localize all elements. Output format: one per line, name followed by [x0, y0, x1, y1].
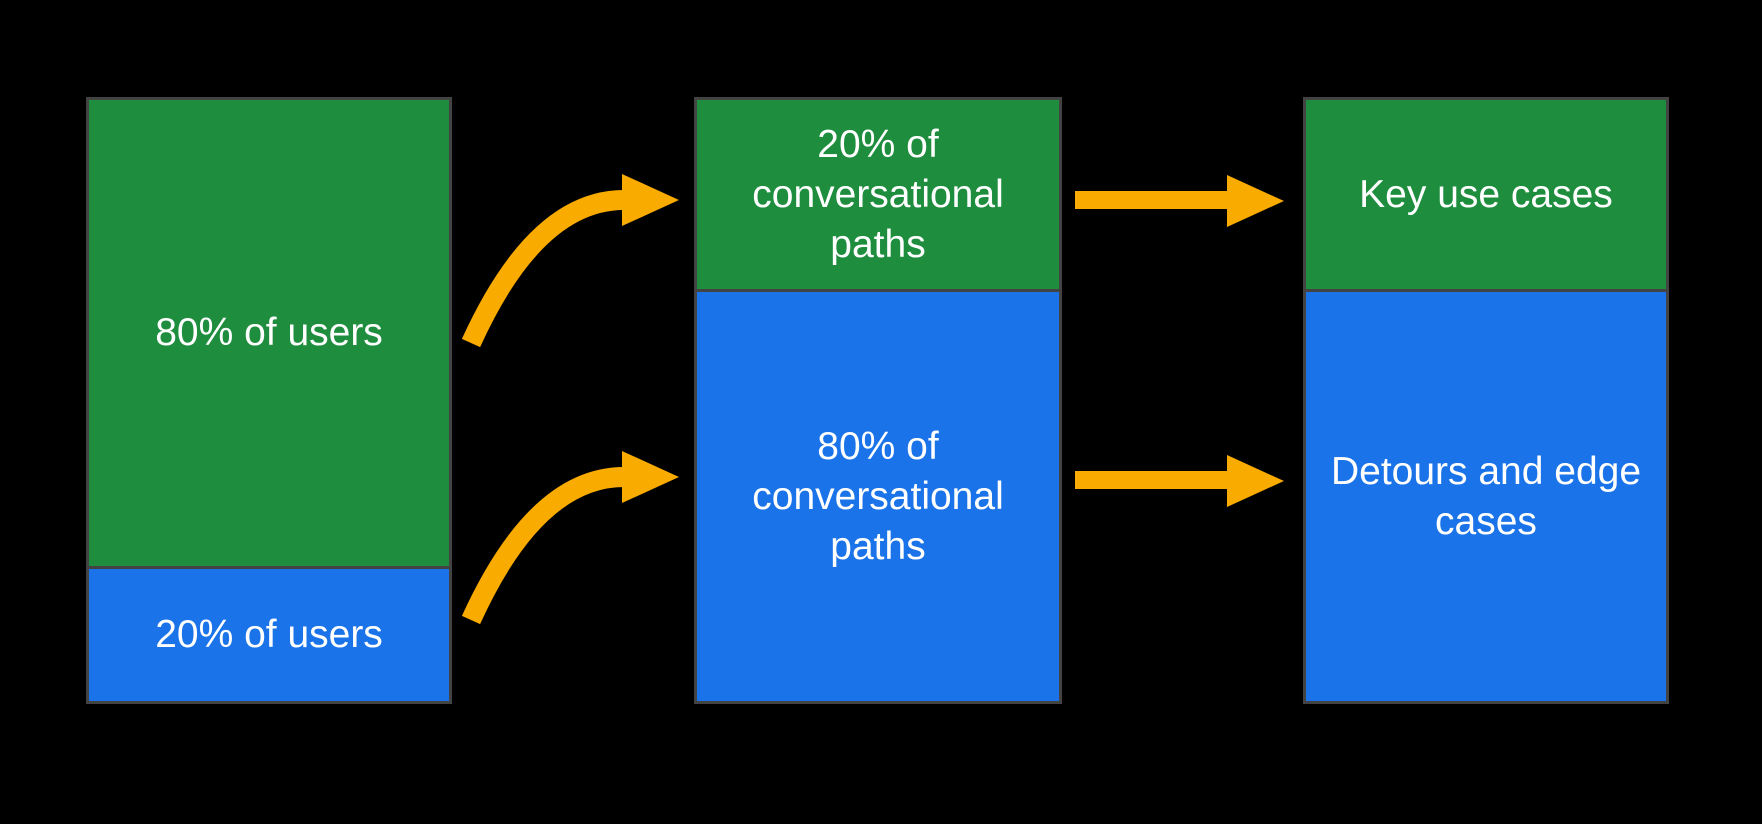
straight-arrow-bottom-icon: [1075, 455, 1284, 507]
users-minority-segment: 20% of users: [89, 566, 449, 701]
conversational-paths-block: 20% of conversational paths 80% of conve…: [694, 97, 1062, 704]
paths-majority-label: 80% of conversational paths: [752, 424, 1004, 568]
users-block: 80% of users 20% of users: [86, 97, 452, 704]
key-use-cases-label: Key use cases: [1359, 172, 1613, 216]
outcomes-block: Key use cases Detours and edge cases: [1303, 97, 1669, 704]
users-minority-label: 20% of users: [155, 613, 383, 656]
curved-arrow-top-icon: [461, 174, 679, 348]
paths-minority-segment: 20% of conversational paths: [697, 100, 1059, 289]
paths-majority-segment: 80% of conversational paths: [697, 289, 1059, 701]
key-use-cases-segment: Key use cases: [1306, 100, 1666, 289]
users-majority-segment: 80% of users: [89, 100, 449, 566]
users-majority-label: 80% of users: [155, 311, 383, 354]
paths-minority-label: 20% of conversational paths: [752, 122, 1004, 266]
detours-edge-cases-segment: Detours and edge cases: [1306, 289, 1666, 701]
detours-edge-cases-label: Detours and edge cases: [1330, 449, 1642, 543]
curved-arrow-bottom-icon: [461, 451, 679, 625]
straight-arrow-top-icon: [1075, 175, 1284, 227]
